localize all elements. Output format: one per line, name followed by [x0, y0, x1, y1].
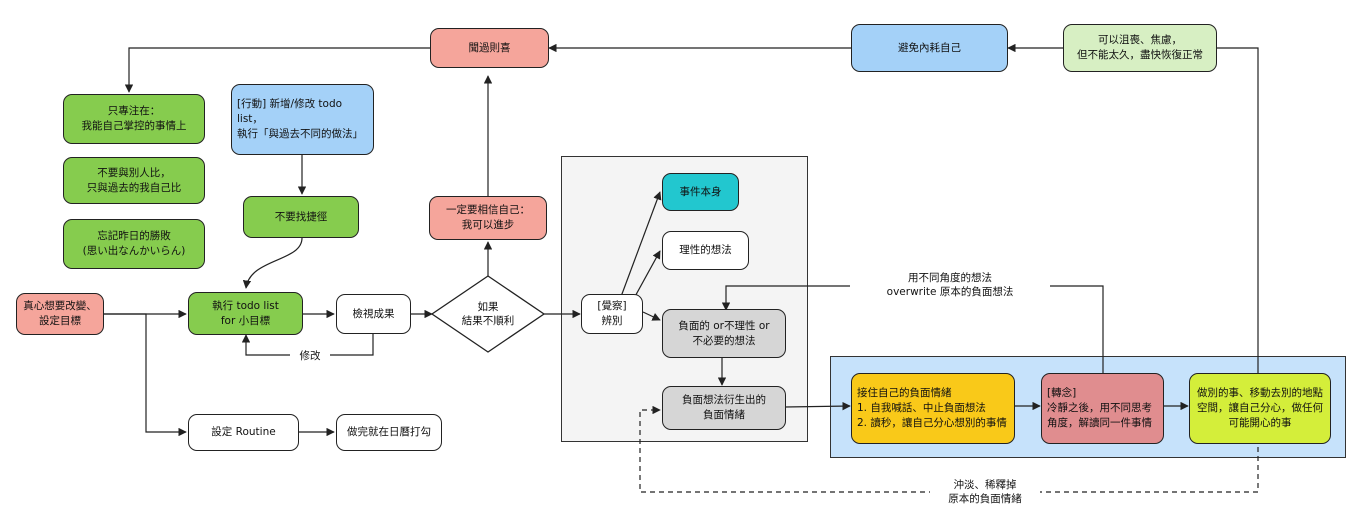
node-turn-text: [轉念] 冷靜之後，用不同思考 角度，解讀同一件事情 — [1047, 387, 1152, 429]
ifnot-diamond — [430, 275, 546, 353]
node-action-text: [行動] 新增/修改 todo list， 執行「與過去不同的做法」 — [237, 98, 363, 140]
ifnot-label: 如果 結果不順利 — [461, 301, 515, 327]
node-doelse-text: 做別的事、移動去別的地點 空間，讓自己分心，做任何 可能開心的事 — [1197, 387, 1323, 429]
node-noshortcut: 不要找捷徑 — [243, 196, 359, 238]
node-event-text: 事件本身 — [679, 185, 722, 198]
node-turn: [轉念] 冷靜之後，用不同思考 角度，解讀同一件事情 — [1041, 373, 1164, 444]
dilute-label: 沖淡、稀釋掉 原本的負面情緒 — [930, 478, 1040, 506]
node-compare: 不要與別人比， 只與過去的我自己比 — [63, 157, 205, 204]
node-focus: 只專注在： 我能自己掌控的事情上 — [63, 94, 205, 144]
node-doelse: 做別的事、移動去別的地點 空間，讓自己分心，做任何 可能開心的事 — [1189, 373, 1331, 444]
node-negative: 負面的 or不理性 or 不必要的想法 — [662, 309, 786, 358]
node-event: 事件本身 — [662, 173, 739, 211]
edge-aware-to-event — [618, 191, 662, 303]
node-aware-text: [覺察] 辨別 — [597, 300, 627, 327]
node-accept: 接住自己的負面情緒 1. 自我喊話、中止負面想法 2. 讀秒，讓自己分心想別的事… — [851, 373, 1015, 444]
node-avoid-text: 避免內耗自己 — [898, 41, 961, 54]
node-check: 做完就在日曆打勾 — [336, 414, 442, 451]
node-noshortcut-text: 不要找捷徑 — [274, 210, 328, 223]
node-routine: 設定 Routine — [188, 414, 299, 451]
node-negative-text: 負面的 or不理性 or 不必要的想法 — [678, 319, 770, 347]
node-wenguo: 聞過則喜 — [430, 28, 549, 68]
edge-doelse-dilute-derived — [639, 405, 1259, 493]
node-exec-text: 執行 todo list for 小目標 — [212, 299, 279, 327]
edge-aware-to-negative — [642, 311, 661, 321]
edge-noshortcut-to-exec — [242, 237, 303, 289]
node-action: [行動] 新增/修改 todo list， 執行「與過去不同的做法」 — [231, 84, 374, 155]
node-check-text: 做完就在日曆打勾 — [347, 426, 431, 438]
node-allow-text: 可以沮喪、焦慮， 但不能太久，盡快恢復正常 — [1077, 34, 1203, 61]
node-compare-text: 不要與別人比， 只與過去的我自己比 — [86, 166, 182, 194]
node-derived-text: 負面想法衍生出的 負面情緒 — [682, 394, 766, 421]
node-focus-text: 只專注在： 我能自己掌控的事情上 — [81, 105, 187, 132]
node-derived: 負面想法衍生出的 負面情緒 — [662, 386, 786, 430]
node-forget-text: 忘記昨日的勝敗 (思い出なんかいらん) — [82, 230, 186, 257]
modify-label: 修改 — [290, 349, 330, 363]
node-avoid: 避免內耗自己 — [851, 24, 1008, 72]
node-rational: 理性的想法 — [662, 231, 749, 270]
edge-derived-to-accept — [784, 401, 851, 411]
node-believe: 一定要相信自己： 我可以進步 — [429, 196, 547, 240]
node-rational-text: 理性的想法 — [679, 244, 732, 256]
node-wenguo-text: 聞過則喜 — [468, 41, 511, 54]
node-allow: 可以沮喪、焦慮， 但不能太久，盡快恢復正常 — [1063, 24, 1217, 72]
node-review-text: 檢視成果 — [352, 307, 395, 320]
node-review: 檢視成果 — [336, 294, 411, 334]
node-believe-text: 一定要相信自己： 我可以進步 — [446, 204, 530, 231]
overwrite-label: 用不同角度的想法 overwrite 原本的負面想法 — [850, 271, 1050, 299]
node-accept-text: 接住自己的負面情緒 1. 自我喊話、中止負面想法 2. 讀秒，讓自己分心想別的事… — [857, 387, 1007, 429]
edge-goal-to-routine — [104, 313, 187, 437]
node-goal-text: 真心想要改變、 設定目標 — [23, 300, 97, 327]
node-aware: [覺察] 辨別 — [581, 294, 643, 334]
edge-aware-to-rational — [631, 250, 661, 303]
node-forget: 忘記昨日的勝敗 (思い出なんかいらん) — [63, 219, 205, 269]
edge-wenguo-to-focus — [124, 47, 430, 93]
edge-right-to-allow — [1204, 43, 1259, 399]
node-exec: 執行 todo list for 小目標 — [188, 292, 303, 335]
node-routine-text: 設定 Routine — [211, 426, 276, 438]
node-goal: 真心想要改變、 設定目標 — [16, 293, 104, 335]
